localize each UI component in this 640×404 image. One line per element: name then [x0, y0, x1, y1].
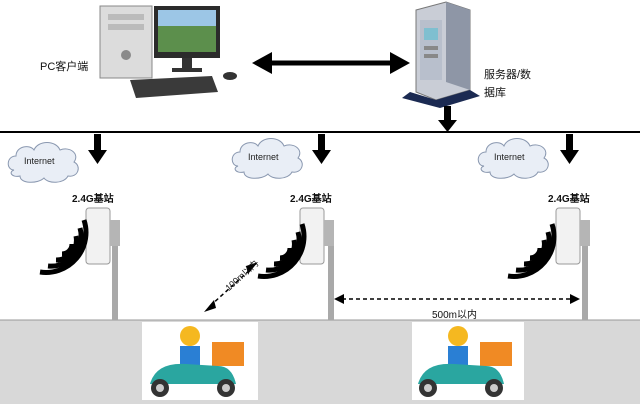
internet-label: Internet — [494, 152, 525, 162]
bidirectional-arrow-icon — [252, 52, 410, 74]
base-station-label: 2.4G基站 — [290, 194, 332, 205]
down-arrow-icon — [88, 134, 107, 164]
distance-100m-arrow — [204, 262, 258, 312]
internet-label: Internet — [24, 156, 55, 166]
internet-cloud-icon — [231, 138, 303, 179]
server-label-line2: 据库 — [484, 87, 506, 99]
server-icon — [402, 1, 480, 108]
wireless-signal-icon — [257, 223, 307, 279]
delivery-scooter-icon — [412, 322, 524, 400]
server-label-line1: 服务器/数 — [484, 69, 532, 81]
pc-client-label: PC客户端 — [40, 61, 89, 73]
base-station-label: 2.4G基站 — [548, 194, 590, 205]
wireless-signal-icon — [507, 223, 557, 279]
base-station-pole — [582, 240, 588, 320]
delivery-scooter-icon — [142, 322, 258, 400]
pc-computer-icon — [99, 5, 237, 98]
down-arrow-icon — [312, 134, 331, 164]
internet-cloud-icon — [477, 138, 549, 179]
road — [0, 320, 640, 404]
internet-label: Internet — [248, 152, 279, 162]
antenna-panel-icon — [85, 207, 120, 265]
server-down-arrow-icon — [438, 106, 457, 132]
internet-cloud-icon — [7, 142, 79, 183]
base-station-pole — [328, 240, 334, 320]
base-station-pole — [112, 240, 118, 320]
base-station-label: 2.4G基站 — [72, 194, 114, 205]
distance-500m-label: 500m以内 — [432, 310, 478, 321]
wireless-signal-icon — [39, 219, 89, 275]
down-arrow-icon — [560, 134, 579, 164]
distance-500m-arrow — [334, 294, 580, 304]
